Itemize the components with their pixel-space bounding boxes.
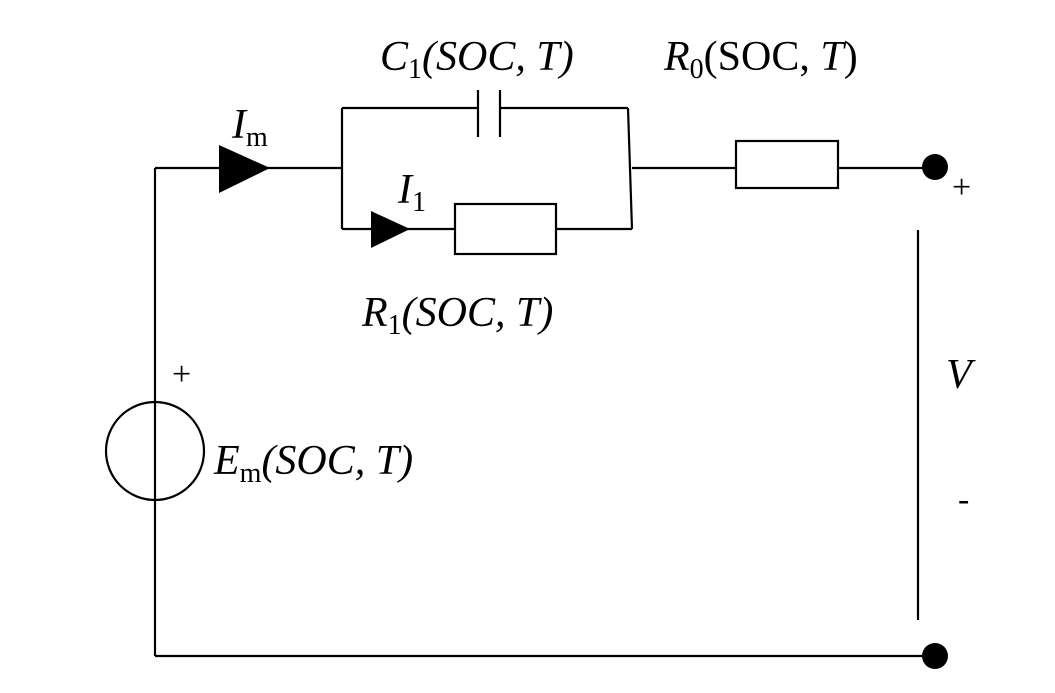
terminal-plus-sign: + [952,169,971,206]
label-r1-args: (SOC, [402,290,516,336]
label-i1: I1 [397,167,426,218]
label-c1-close: ) [558,34,574,80]
label-r1-var: T [516,290,542,336]
label-r0-symbol: R [663,34,690,80]
label-i1-symbol: I [397,167,414,213]
terminal-negative [922,643,948,669]
current-arrow-i1 [371,211,410,248]
label-terminal-voltage: V [946,352,976,398]
label-r0-var: T [820,34,846,80]
label-em-var: T [376,438,402,484]
label-c1-args: (SOC, [422,34,536,80]
label-r0-subscript: 0 [690,54,704,85]
label-r1-close: ) [537,290,553,336]
label-r1-symbol: R [361,290,388,336]
label-em-close: ) [397,438,413,484]
label-i1-subscript: 1 [412,187,426,218]
label-c1: C1(SOC, T) [380,34,574,85]
resistor-r0 [734,139,840,190]
wire-rc-right [626,107,634,230]
label-em-args: (SOC, [261,438,375,484]
resistor-r1 [453,202,558,256]
label-r1: R1(SOC, T) [361,290,553,341]
label-im-symbol: I [231,102,248,148]
capacitor-c1 [476,90,502,137]
label-c1-var: T [536,34,562,80]
label-em-symbol: E [213,438,240,484]
label-r1-subscript: 1 [388,310,402,341]
current-arrow-im [219,145,270,193]
source-polarity-plus: + [172,356,191,393]
label-em-subscript: m [240,458,262,489]
terminal-minus-sign: - [958,481,969,518]
label-em: Em(SOC, T) [213,438,413,489]
label-im-subscript: m [246,122,268,153]
label-r0: R0(SOC, T) [663,34,858,85]
label-c1-subscript: 1 [408,54,422,85]
label-r0-close: ) [844,34,858,80]
label-r0-args: (SOC, [704,34,821,80]
label-im: Im [231,102,268,153]
wires [153,106,935,658]
label-c1-symbol: C [380,34,409,80]
terminal-positive [922,154,948,180]
